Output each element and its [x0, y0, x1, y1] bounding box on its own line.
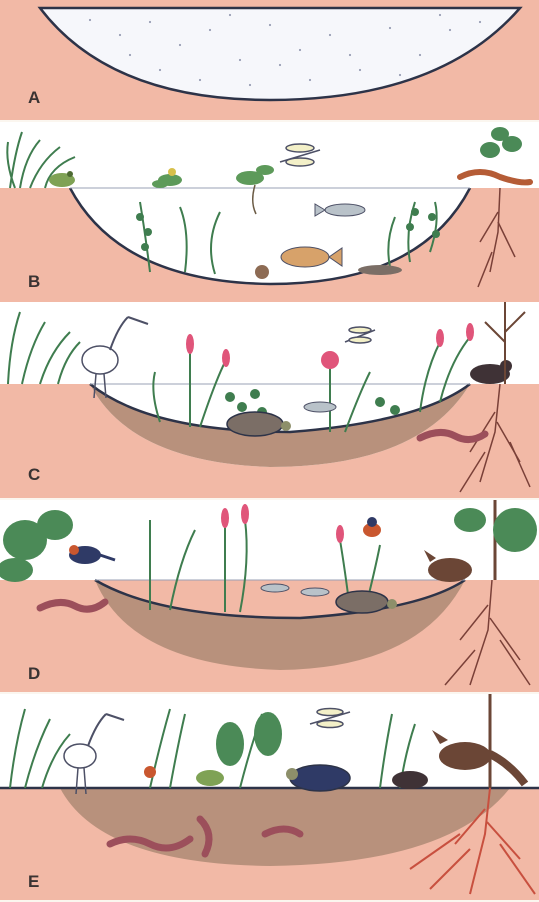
- panel-b: [0, 122, 539, 302]
- panel-label-c: C: [28, 465, 40, 485]
- panel-e: [0, 694, 539, 900]
- panel-label-b: B: [28, 272, 40, 292]
- panel-label-a: A: [28, 88, 40, 108]
- crayfish-icon: [358, 265, 402, 275]
- fish-icon: [261, 584, 289, 592]
- fish-icon: [304, 402, 336, 412]
- panel-a: [0, 0, 539, 120]
- fish-icon: [301, 588, 329, 596]
- panel-c: [0, 302, 539, 498]
- panel-label-d: D: [28, 664, 40, 684]
- panel-label-e: E: [28, 872, 39, 892]
- mole-icon: [392, 771, 428, 789]
- snail-icon: [255, 265, 269, 279]
- panel-d: [0, 500, 539, 692]
